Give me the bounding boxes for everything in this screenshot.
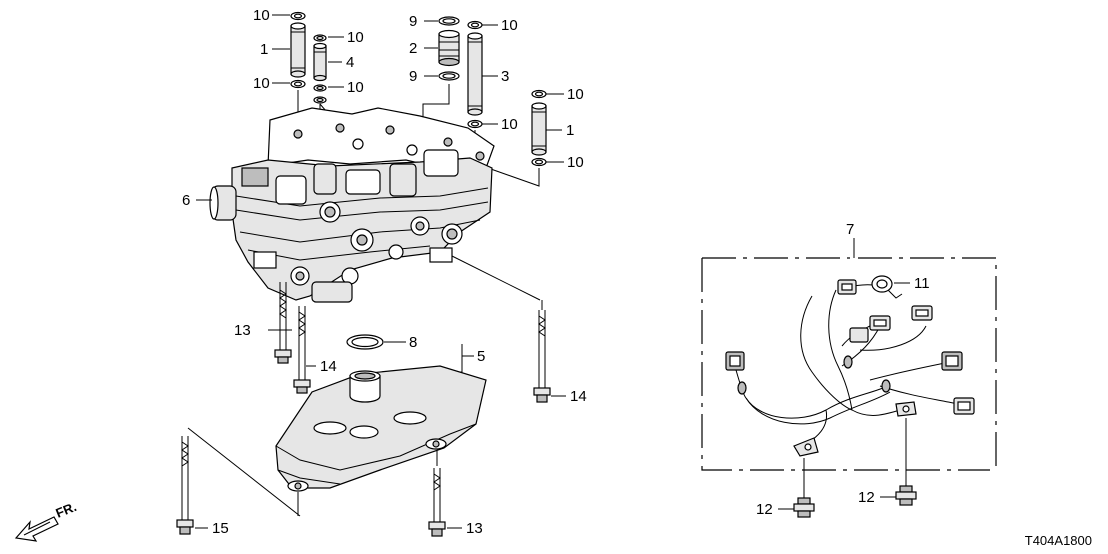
callout-11: 11 [914, 275, 930, 292]
sleeve-3 [467, 32, 483, 116]
oring-10-top-left [290, 11, 306, 21]
callout-13-upper: 13 [234, 322, 251, 339]
callout-9-bottom: 9 [409, 68, 417, 85]
callout-1-right: 1 [566, 122, 574, 139]
oring-10-extra-left [313, 96, 327, 104]
wire-harness [725, 279, 975, 457]
callout-10-top-left: 10 [253, 7, 270, 24]
callout-14-right: 14 [570, 388, 587, 405]
callout-10-mid-left: 10 [253, 75, 270, 92]
callout-10-sleeve4-bottom: 10 [347, 79, 364, 96]
oring-9-bottom [438, 71, 460, 81]
diagram-code: T404A1800 [1025, 533, 1092, 548]
callout-10-center-top: 10 [501, 17, 518, 34]
callout-10-right-bottom: 10 [567, 154, 584, 171]
bolt-14-right [533, 310, 551, 403]
front-label: FR. [54, 499, 79, 521]
bolt-13-upper [274, 282, 292, 364]
oring-9-top [438, 16, 460, 26]
bolt-13-lower [428, 468, 446, 537]
callout-7: 7 [846, 221, 854, 238]
callout-10-center-bottom: 10 [501, 116, 518, 133]
callout-13-lower: 13 [466, 520, 483, 537]
callout-10-sleeve4-top: 10 [347, 29, 364, 46]
atf-filter [275, 365, 487, 492]
sleeve-4 [313, 42, 327, 82]
sleeve-2 [438, 29, 460, 67]
oring-10-right-bottom [531, 157, 547, 167]
callout-2: 2 [409, 40, 417, 57]
callout-15: 15 [212, 520, 229, 537]
oring-10-mid-left [290, 79, 306, 89]
callout-5: 5 [477, 348, 485, 365]
callout-8: 8 [409, 334, 417, 351]
callout-10-right-top: 10 [567, 86, 584, 103]
bolt-15 [176, 436, 194, 535]
oring-8 [346, 334, 384, 350]
sleeve-1-right [531, 102, 547, 156]
oring-10-sleeve4-top [313, 34, 327, 42]
callout-14-upper: 14 [320, 358, 337, 375]
callout-12-left: 12 [756, 501, 773, 518]
bolt-12-left [793, 458, 815, 518]
clip-11 [871, 275, 903, 299]
bolt-12-right [895, 418, 917, 506]
oring-10-right-top [531, 89, 547, 99]
oring-10-sleeve4-bottom [313, 84, 327, 92]
callout-1-left: 1 [260, 41, 268, 58]
harness-boundary [701, 257, 997, 471]
front-arrow-icon [14, 516, 59, 542]
bolt-14-upper [293, 306, 311, 394]
sleeve-1-left [290, 22, 306, 78]
callout-3: 3 [501, 68, 509, 85]
callout-6: 6 [182, 192, 190, 209]
oring-10-center-top [467, 20, 483, 30]
callout-9-top: 9 [409, 13, 417, 30]
oring-10-center-bottom [467, 119, 483, 129]
valve-body [209, 107, 495, 303]
callout-12-right: 12 [858, 489, 875, 506]
callout-4: 4 [346, 54, 354, 71]
